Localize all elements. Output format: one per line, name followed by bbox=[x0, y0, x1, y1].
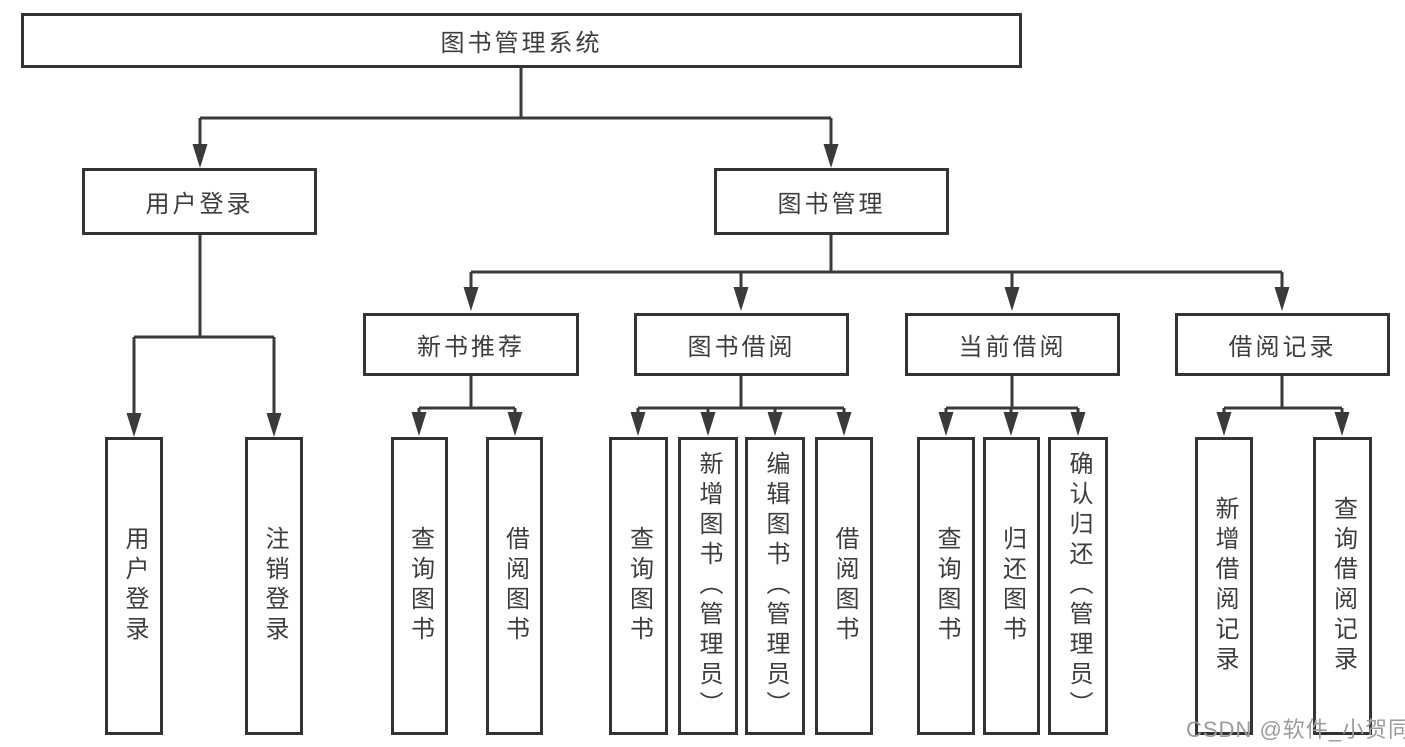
leaf-return-book-label: 归还图书 bbox=[998, 526, 1026, 646]
node-user-login-label: 用户登录 bbox=[145, 191, 254, 218]
leaf-borrow-books: 借阅图书 bbox=[815, 437, 873, 735]
leaf-logout-label: 注销登录 bbox=[261, 526, 288, 646]
leaf-query-books-current: 查询图书 bbox=[917, 437, 975, 735]
connector-book-management bbox=[469, 235, 1284, 291]
leaf-add-borrow-record-label: 新增借阅记录 bbox=[1211, 496, 1238, 676]
leaf-borrow-books-recommend-label: 借阅图书 bbox=[501, 526, 529, 646]
connector-user-login bbox=[132, 235, 276, 417]
node-current-borrow-label: 当前借阅 bbox=[958, 334, 1067, 361]
leaf-add-borrow-record: 新增借阅记录 bbox=[1195, 437, 1253, 735]
leaf-edit-book-admin: 编辑图书（管理员） bbox=[745, 437, 805, 735]
node-book-management: 图书管理 bbox=[714, 168, 949, 235]
csdn-watermark: CSDN @软件_小贺同学 bbox=[1186, 717, 1405, 742]
arrowheads bbox=[126, 144, 1350, 437]
node-borrow-records-label: 借阅记录 bbox=[1228, 334, 1337, 361]
leaf-query-books-borrow: 查询图书 bbox=[609, 437, 668, 735]
leaf-user-login: 用户登录 bbox=[105, 437, 163, 735]
leaf-borrow-books-recommend: 借阅图书 bbox=[486, 437, 543, 735]
connector-book-borrow bbox=[636, 376, 846, 416]
leaf-edit-book-admin-label: 编辑图书（管理员） bbox=[762, 451, 789, 721]
node-new-book-recommend-label: 新书推荐 bbox=[417, 334, 525, 361]
connector-new-book bbox=[417, 376, 517, 416]
leaf-confirm-return-admin: 确认归还（管理员） bbox=[1048, 437, 1108, 735]
node-user-login: 用户登录 bbox=[82, 168, 317, 235]
leaf-add-book-admin: 新增图书（管理员） bbox=[678, 437, 738, 735]
connector-borrow-records bbox=[1222, 376, 1344, 416]
node-book-management-label: 图书管理 bbox=[777, 191, 886, 218]
node-library-system-label: 图书管理系统 bbox=[440, 30, 603, 57]
leaf-add-book-admin-label: 新增图书（管理员） bbox=[695, 451, 722, 721]
node-book-borrow: 图书借阅 bbox=[634, 313, 849, 376]
leaf-confirm-return-admin-label: 确认归还（管理员） bbox=[1065, 451, 1092, 721]
leaf-return-book: 归还图书 bbox=[983, 437, 1040, 735]
leaf-query-books-recommend-label: 查询图书 bbox=[406, 526, 434, 646]
node-borrow-records: 借阅记录 bbox=[1175, 313, 1390, 376]
node-library-system: 图书管理系统 bbox=[21, 13, 1022, 68]
node-book-borrow-label: 图书借阅 bbox=[687, 334, 796, 361]
leaf-logout: 注销登录 bbox=[245, 437, 303, 735]
leaf-user-login-label: 用户登录 bbox=[121, 526, 148, 646]
leaf-borrow-books-label: 借阅图书 bbox=[831, 526, 858, 646]
leaf-query-borrow-record-label: 查询借阅记录 bbox=[1329, 496, 1357, 676]
leaf-query-books-borrow-label: 查询图书 bbox=[625, 526, 653, 646]
node-current-borrow: 当前借阅 bbox=[905, 313, 1120, 376]
leaf-query-books-current-label: 查询图书 bbox=[933, 526, 960, 646]
leaf-query-borrow-record: 查询借阅记录 bbox=[1313, 437, 1372, 735]
connector-root bbox=[198, 68, 833, 148]
leaf-query-books-recommend: 查询图书 bbox=[391, 437, 448, 735]
connector-current-borrow bbox=[944, 376, 1080, 416]
node-new-book-recommend: 新书推荐 bbox=[363, 313, 579, 376]
